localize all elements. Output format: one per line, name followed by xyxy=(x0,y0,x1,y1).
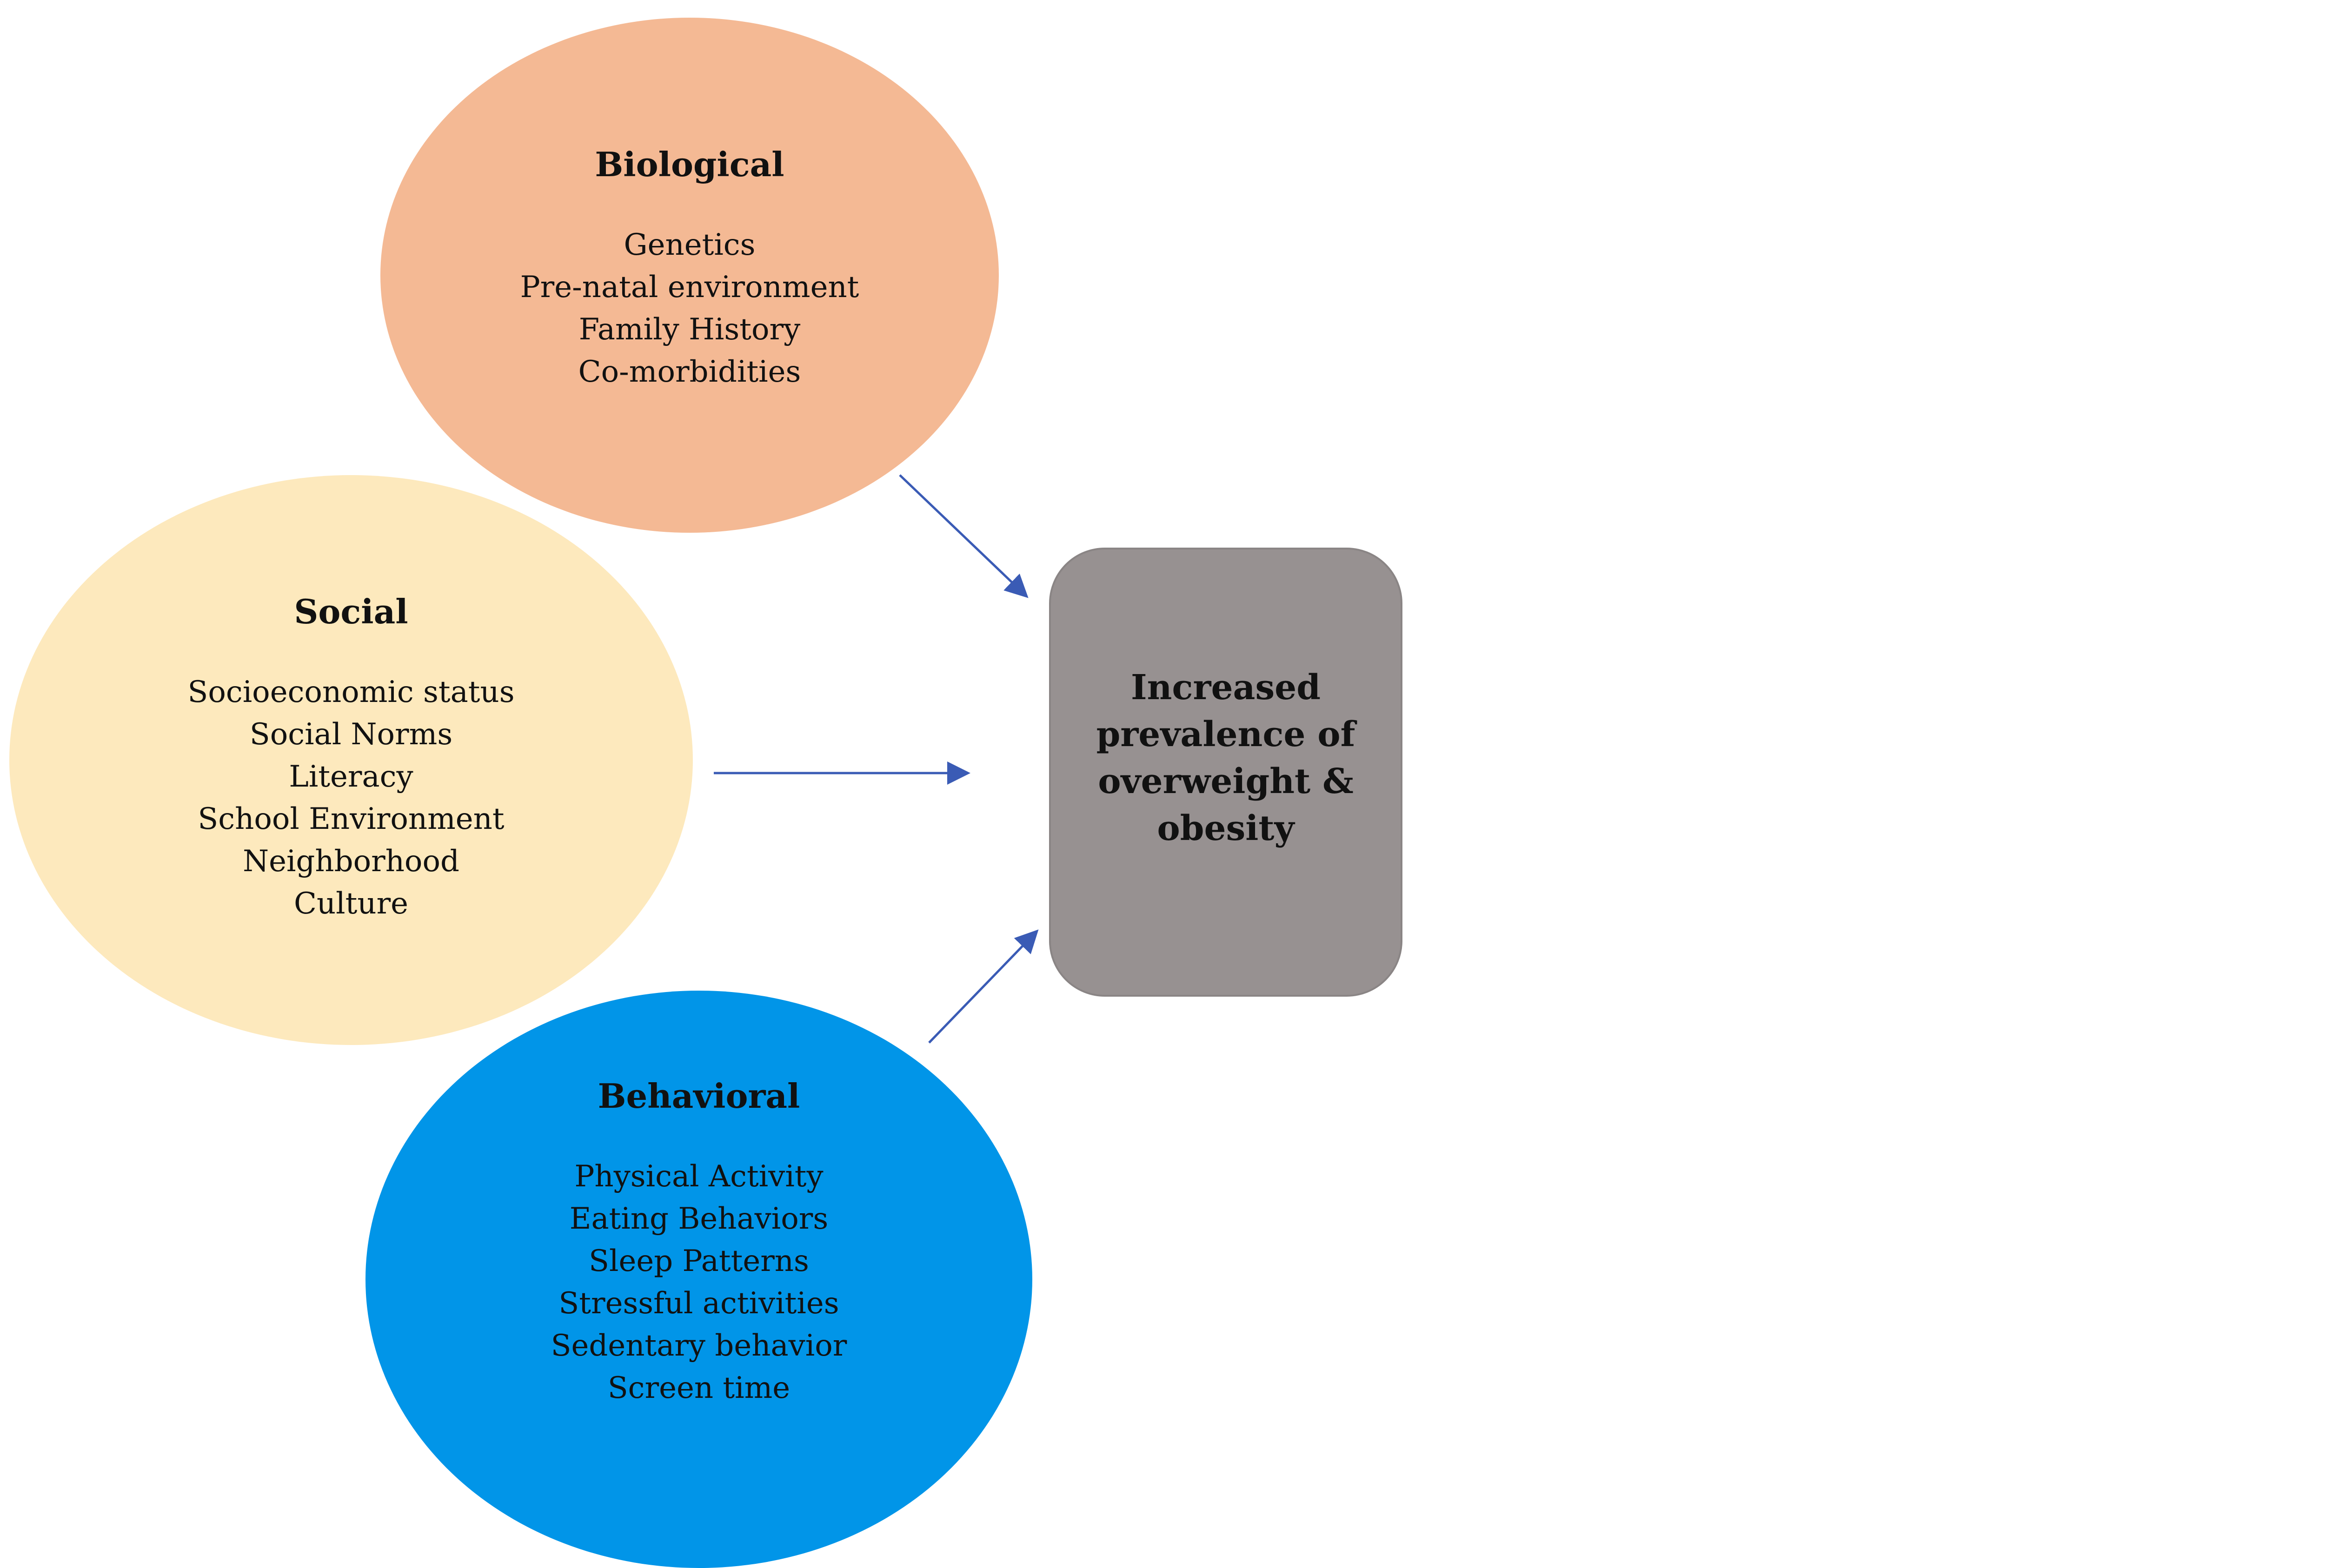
outcome-label-line: Increased xyxy=(1131,668,1321,708)
social-title: Social xyxy=(294,592,408,631)
social-item: School Environment xyxy=(198,802,505,836)
social-node: Social Socioeconomic status Social Norms… xyxy=(9,475,693,1045)
outcome-node: Increased prevalence of overweight & obe… xyxy=(1049,548,1402,997)
behavioral-item: Eating Behaviors xyxy=(569,1202,829,1236)
arrow-biological-to-outcome xyxy=(899,474,1029,598)
behavioral-item: Sedentary behavior xyxy=(551,1329,847,1363)
behavioral-node: Behavioral Physical Activity Eating Beha… xyxy=(365,991,1032,1568)
behavioral-item: Stressful activities xyxy=(558,1286,839,1321)
biological-item: Family History xyxy=(578,312,801,347)
biological-item: Co-morbidities xyxy=(578,355,801,389)
social-item: Literacy xyxy=(289,760,413,794)
behavioral-title: Behavioral xyxy=(598,1076,800,1116)
biological-node: Biological Genetics Pre-natal environmen… xyxy=(380,18,999,533)
behavioral-item: Physical Activity xyxy=(574,1159,824,1194)
outcome-label-line: overweight & xyxy=(1098,761,1354,801)
behavioral-item: Screen time xyxy=(607,1371,790,1405)
biological-item: Pre-natal environment xyxy=(520,270,859,304)
outcome-label-line: obesity xyxy=(1157,808,1295,848)
social-item: Neighborhood xyxy=(243,844,459,879)
social-item: Social Norms xyxy=(249,717,453,752)
social-item: Socioeconomic status xyxy=(187,675,515,709)
behavioral-item: Sleep Patterns xyxy=(589,1244,809,1278)
outcome-label-line: prevalence of xyxy=(1096,715,1355,754)
biological-item: Genetics xyxy=(624,228,756,262)
social-item: Culture xyxy=(293,887,409,921)
arrow-behavioral-to-outcome xyxy=(928,929,1039,1044)
biological-title: Biological xyxy=(595,145,784,184)
